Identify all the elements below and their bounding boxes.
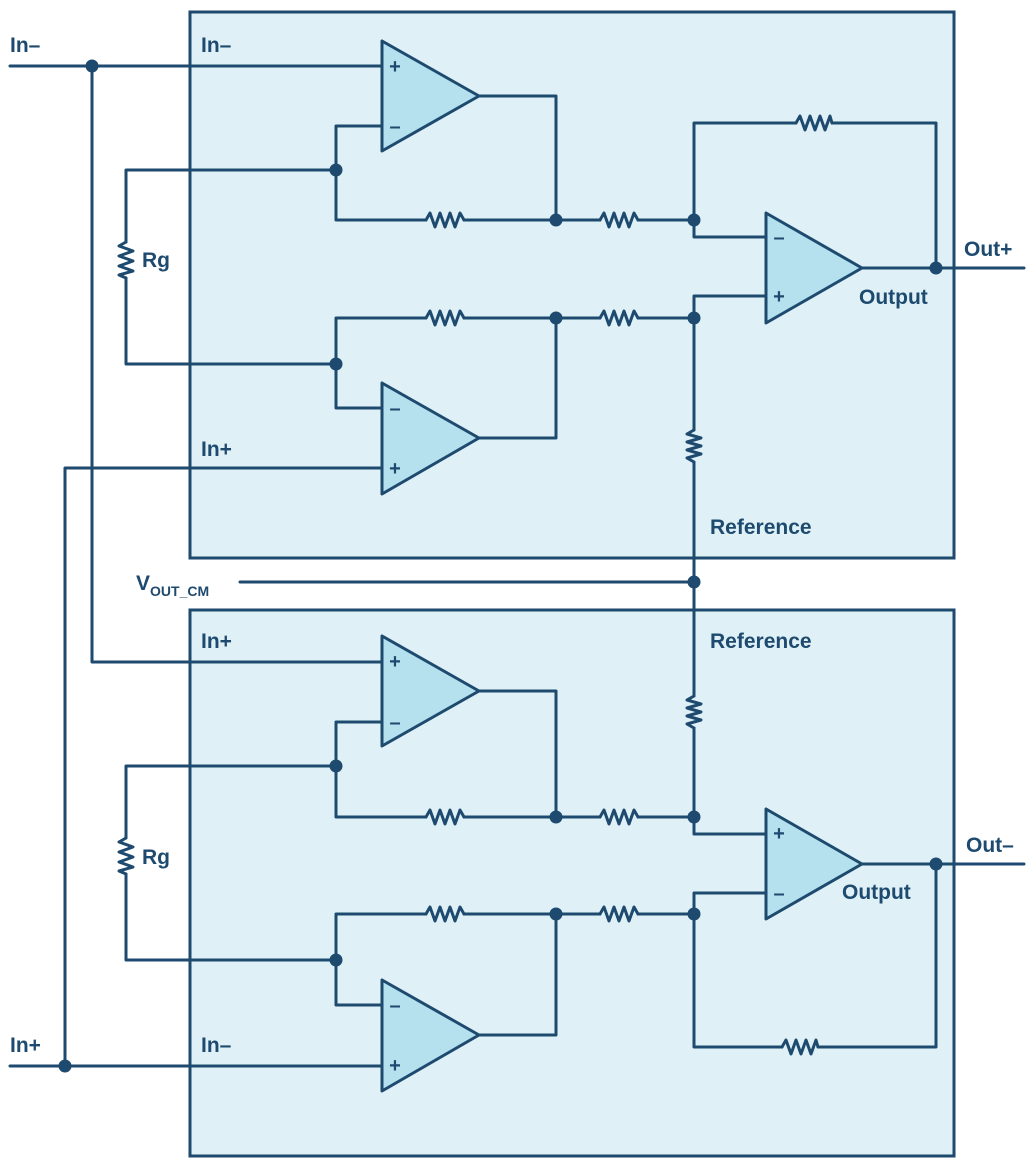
bottom-output-label: Output: [842, 881, 911, 904]
in-minus-input-label: In–: [10, 34, 41, 57]
junction-dot: [329, 759, 343, 773]
plus-sign: +: [389, 458, 401, 480]
outer-wiring: [8, 64, 1026, 1068]
junction-dot: [929, 857, 943, 871]
resistor-icon: [598, 905, 640, 923]
in-plus-cross-wire: [63, 466, 384, 1068]
bottom-amp2-out-to-diff-wire: [554, 891, 768, 916]
bottom-amp2-feedback-wire: [462, 912, 558, 1037]
minus-sign: –: [773, 883, 784, 905]
bottom-inamp-block: [188, 608, 956, 1158]
junction-dot: [687, 907, 701, 921]
resistor-icon: [685, 694, 703, 730]
junction-dot: [687, 575, 701, 589]
minus-sign: –: [773, 227, 784, 249]
top-in-plus-pin-label: In+: [201, 438, 232, 461]
top-in-minus-pin-label: In–: [201, 34, 232, 57]
in-minus-cross-wire: [90, 64, 384, 664]
vout-cm-main: V: [136, 572, 150, 595]
top-gain-resistor-loop: [124, 168, 338, 366]
plus-sign: +: [389, 56, 401, 78]
junction-dot: [687, 810, 701, 824]
resistor-icon: [685, 428, 703, 464]
out-minus-label: Out–: [966, 834, 1014, 857]
junction-dot: [549, 311, 563, 325]
plus-sign: +: [389, 651, 401, 673]
bottom-in-minus-pin-label: In–: [201, 1034, 232, 1057]
bottom-input-amp-2: [380, 978, 481, 1093]
resistor-icon: [780, 1038, 820, 1056]
bottom-diff-amp: [764, 807, 864, 921]
junction-dot: [549, 907, 563, 921]
junction-dot: [549, 810, 563, 824]
resistors: [117, 114, 834, 1056]
junction-dot: [329, 357, 343, 371]
junction-dot: [58, 1059, 72, 1073]
plus-sign: +: [389, 1055, 401, 1077]
junction-dot: [929, 261, 943, 275]
resistor-icon: [117, 836, 135, 876]
bottom-amp1-out-to-diff-wire: [554, 815, 768, 836]
bottom-input-amp-1: [380, 634, 481, 748]
resistor-icon: [424, 808, 466, 826]
labels: In– In+ Out+ Out– In– In+ Rg Output Refe…: [10, 34, 1014, 1057]
resistor-icon: [424, 309, 466, 327]
resistor-icon: [117, 240, 135, 280]
bottom-diff-feedback-wire: [692, 862, 938, 1049]
resistor-icon: [424, 905, 466, 923]
bottom-reference-label: Reference: [710, 630, 812, 653]
top-inamp-block: [188, 10, 956, 560]
minus-sign: –: [389, 995, 400, 1017]
bottom-in-plus-pin-label: In+: [201, 630, 232, 653]
top-output-label: Output: [859, 286, 928, 309]
top-amp1-out-to-diff-wire: [554, 218, 768, 239]
vout-cm-label: VOUT_CM: [136, 572, 209, 599]
top-diff-amp: [764, 211, 864, 325]
op-amps: [380, 39, 864, 1093]
vout-cm-subscript: OUT_CM: [150, 583, 209, 599]
junction-dot: [549, 213, 563, 227]
junction-dot: [329, 163, 343, 177]
resistor-icon: [598, 211, 640, 229]
minus-sign: –: [389, 398, 400, 420]
minus-sign: –: [389, 712, 400, 734]
junction-dot: [329, 953, 343, 967]
resistor-icon: [794, 114, 834, 132]
junction-dot: [687, 213, 701, 227]
top-rg-label: Rg: [142, 249, 170, 272]
resistor-icon: [598, 808, 640, 826]
bottom-gain-resistor-loop: [124, 764, 338, 962]
in-plus-input-label: In+: [10, 1034, 41, 1057]
minus-sign: –: [389, 116, 400, 138]
resistor-icon: [598, 309, 640, 327]
top-amp1-feedback-wire: [462, 94, 558, 222]
out-plus-label: Out+: [964, 238, 1012, 261]
junction-dot: [687, 311, 701, 325]
top-input-amp-2: [380, 381, 481, 496]
plus-sign: +: [773, 286, 785, 308]
op-amp-signs: + – – + – + + – – + + –: [389, 56, 785, 1077]
plus-sign: +: [773, 823, 785, 845]
top-amp2-out-to-diff-wire: [554, 294, 768, 320]
junction-dot: [85, 59, 99, 73]
top-input-amp-1: [380, 39, 481, 153]
bottom-rg-label: Rg: [142, 846, 170, 869]
junction-dots: [58, 59, 943, 1073]
bottom-amp1-feedback-wire: [462, 689, 558, 819]
top-diff-feedback-wire: [692, 121, 938, 270]
top-reference-label: Reference: [710, 516, 812, 539]
top-amp2-feedback-wire: [462, 316, 558, 440]
resistor-icon: [424, 211, 466, 229]
